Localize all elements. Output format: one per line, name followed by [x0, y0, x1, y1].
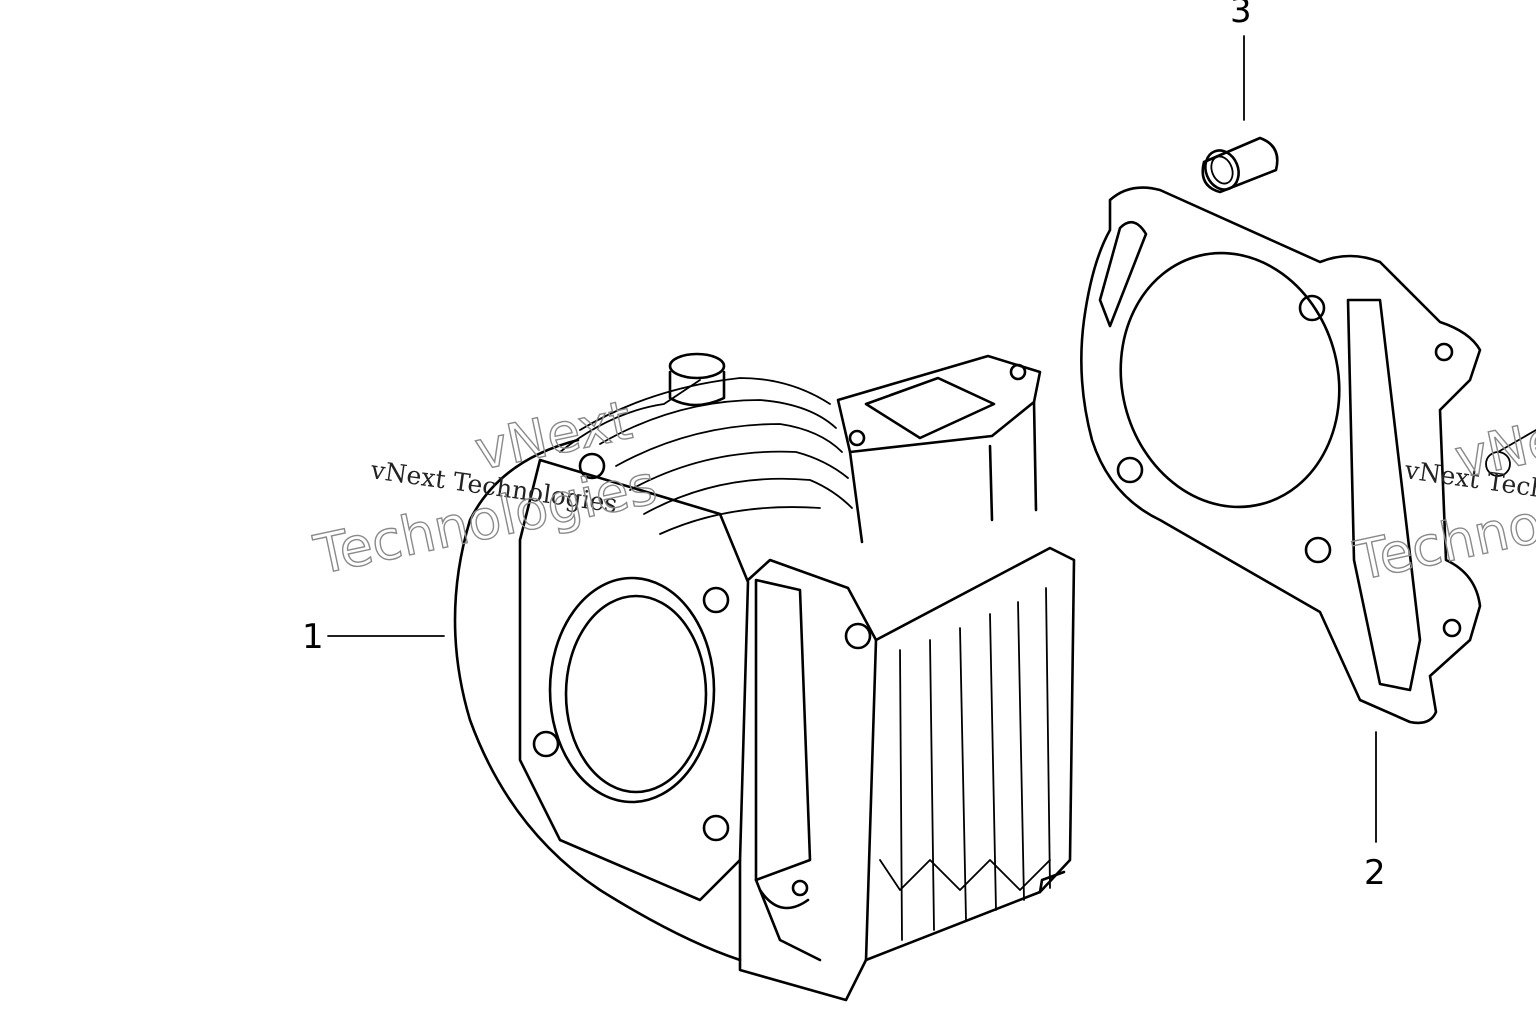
callout-3: 3	[1230, 0, 1252, 121]
callout-label-3: 3	[1230, 0, 1252, 31]
cylinder-block	[453, 352, 1076, 1002]
cylinder-gasket	[1080, 186, 1536, 725]
watermark-outline-line1: vNext	[1450, 396, 1536, 490]
watermark-left: vNext Technologies vNext Technologies	[308, 388, 663, 588]
callout-label-1: 1	[302, 617, 324, 657]
callout-1: 1	[302, 617, 445, 657]
callout-label-2: 2	[1364, 853, 1386, 893]
dowel-pin	[1201, 136, 1279, 194]
callout-2: 2	[1364, 731, 1386, 893]
